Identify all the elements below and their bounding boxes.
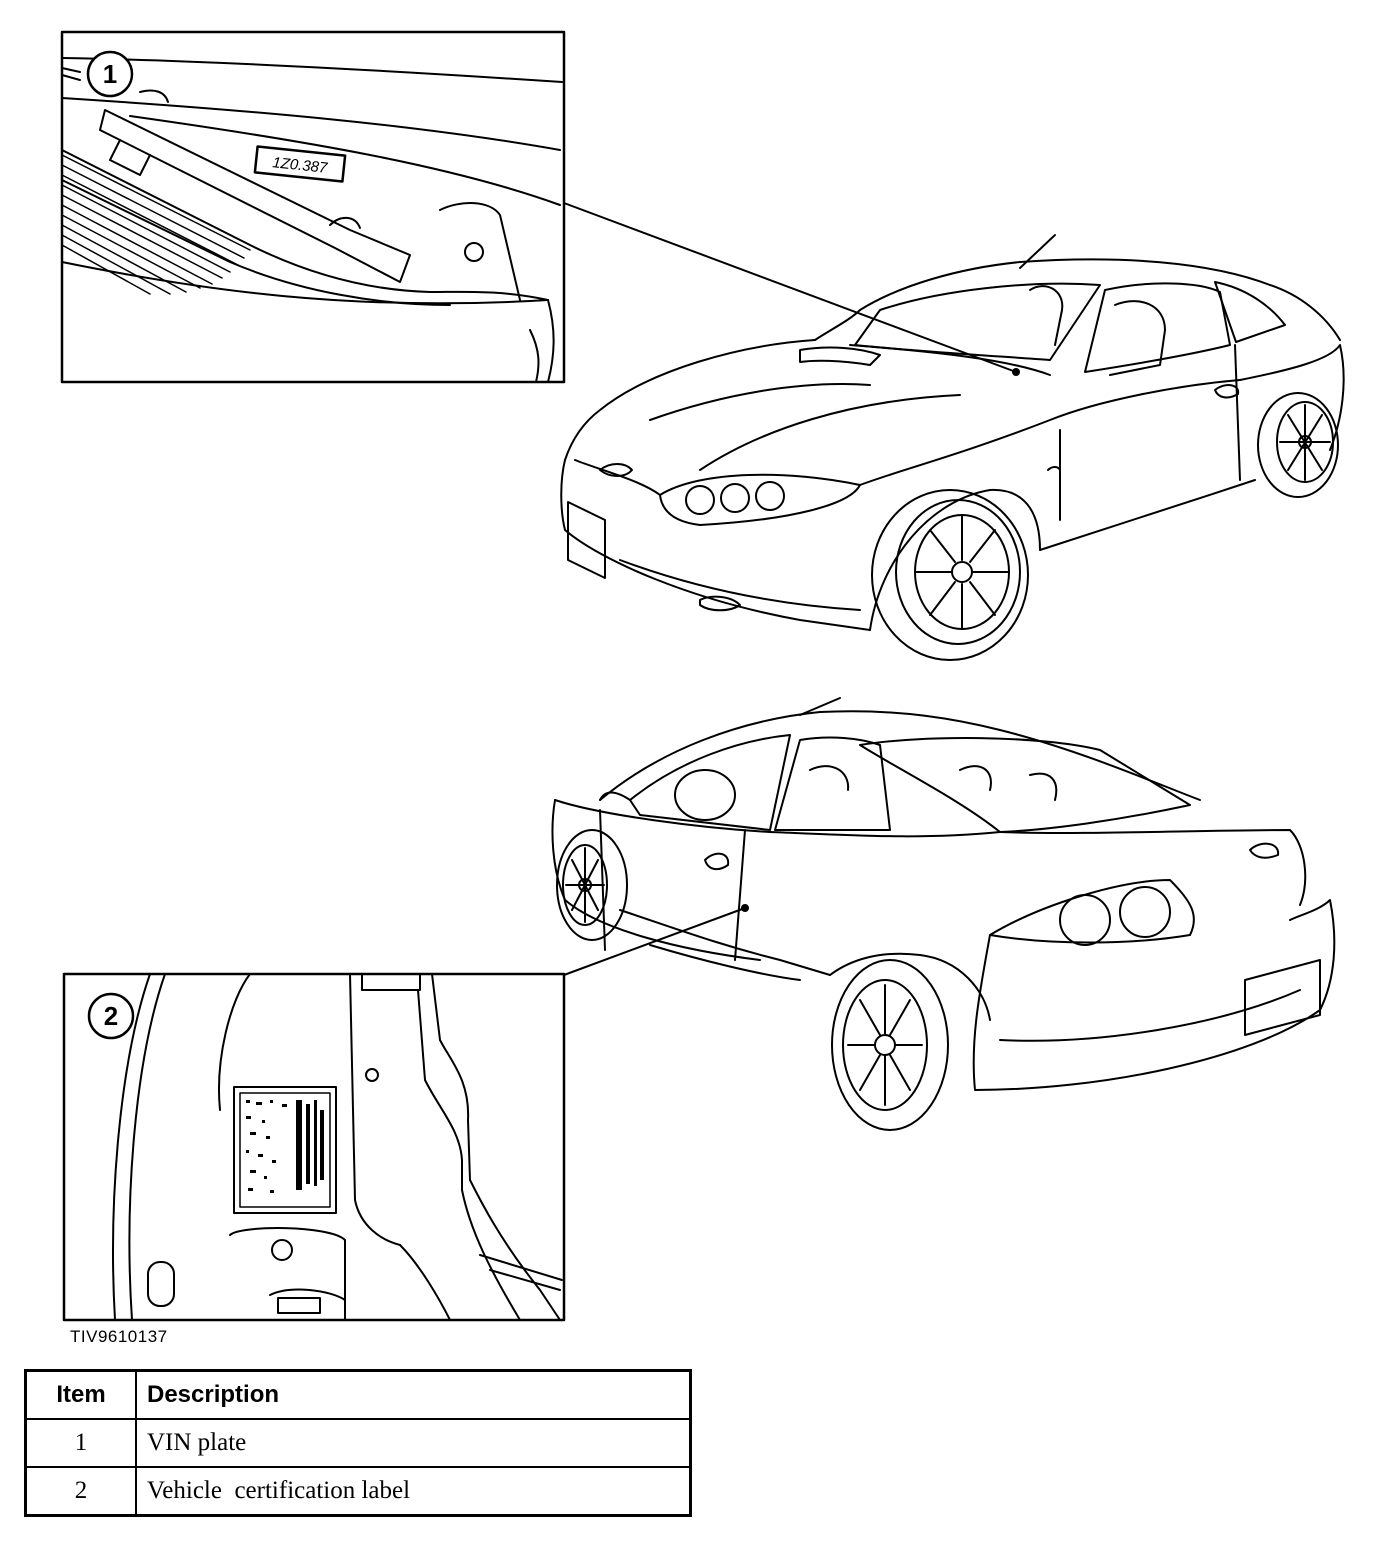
legend-item-description: VIN plate (135, 1418, 692, 1468)
rear-wheel (831, 959, 949, 1131)
certification-label (233, 1086, 337, 1214)
legend-item-number: 1 (24, 1418, 137, 1468)
rear-wheel-front-view (1257, 392, 1339, 498)
legend-header-item: Item (24, 1369, 137, 1420)
vin-plate: 1Z0.387 (253, 145, 347, 183)
wiper-arm (99, 109, 411, 283)
rear-plate (1244, 959, 1321, 1036)
figure-code: TIV9610137 (70, 1327, 168, 1346)
cowl-wiper-front (799, 346, 881, 366)
car-front-view (560, 234, 1345, 661)
legend-table: Item Description 1 VIN plate 2 Vehicle c… (24, 1369, 692, 1517)
callout-1-number: 1 (103, 59, 117, 89)
door-pillar-bolt (365, 1068, 379, 1082)
front-plate (567, 501, 606, 579)
table-row: 1 VIN plate (24, 1418, 692, 1468)
legend-item-description: Vehicle certification label (135, 1466, 692, 1517)
wiper-pivot-cap (464, 242, 484, 262)
leader-line-2 (563, 907, 746, 976)
vin-plate-marking: 1Z0.387 (272, 154, 329, 177)
label-print-marks (246, 1100, 324, 1193)
detail-vin-plate-inset: 1Z0.387 1 (60, 30, 566, 384)
detail-certification-label-inset: 2 (62, 972, 566, 1322)
cowl-vent-hatching (61, 154, 251, 295)
legend-item-number: 2 (24, 1466, 137, 1517)
legend-header-row: Item Description (24, 1369, 692, 1420)
front-wheel-rear-view (556, 829, 628, 941)
leader-line-1 (563, 202, 1017, 373)
vin-location-dot (1012, 368, 1020, 376)
legend-header-description: Description (135, 1369, 692, 1420)
front-wheel (871, 489, 1029, 661)
callout-2-number: 2 (104, 1001, 118, 1031)
table-row: 2 Vehicle certification label (24, 1466, 692, 1517)
callout-2: 2 (87, 992, 135, 1040)
car-rear-view (551, 697, 1336, 1131)
callout-1: 1 (86, 50, 134, 98)
